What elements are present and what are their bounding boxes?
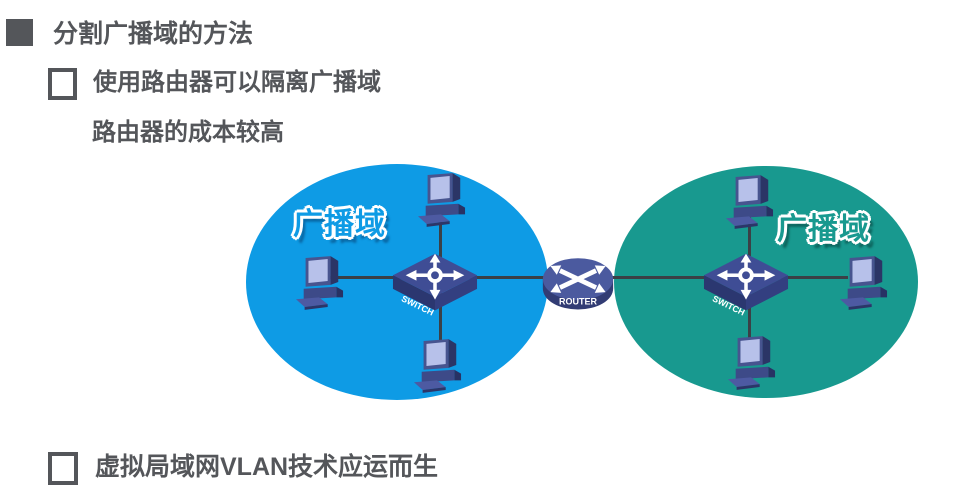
switch-left: SWITCH <box>392 252 478 318</box>
network-switch-icon: SWITCH <box>703 253 789 318</box>
computer-left-bottom <box>414 336 462 394</box>
computer-left-west <box>296 253 344 311</box>
bullet-router-cost-row: 路由器的成本较高 <box>92 118 284 148</box>
filled-square-bullet <box>6 19 33 46</box>
computer-left-top <box>418 170 466 228</box>
bullet-router-cost-text: 路由器的成本较高 <box>92 119 284 146</box>
left-domain-label: 广播域 <box>293 208 386 241</box>
bullet-vlan-row: 虚拟局域网VLAN技术应运而生 <box>48 452 438 485</box>
hollow-square-bullet <box>48 68 77 100</box>
computer-right-top <box>726 172 774 230</box>
bullet-vlan-text: 虚拟局域网VLAN技术应运而生 <box>95 453 439 481</box>
router-icon: ROUTER <box>542 258 614 310</box>
hollow-square-bullet <box>48 452 78 485</box>
bullet-router-isolation-row: 使用路由器可以隔离广播域 <box>48 68 381 100</box>
desktop-computer-icon <box>840 256 888 310</box>
right-domain-label: 广播域 <box>777 213 870 246</box>
slide-title: 分割广播域的方法 <box>53 20 254 48</box>
title-row: 分割广播域的方法 <box>6 19 253 49</box>
desktop-computer-icon <box>728 336 776 390</box>
desktop-computer-icon <box>418 173 466 227</box>
desktop-computer-icon <box>296 256 344 310</box>
network-switch-icon: SWITCH <box>392 253 478 318</box>
bullet-router-isolation-text: 使用路由器可以隔离广播域 <box>93 69 381 96</box>
desktop-computer-icon <box>414 339 462 393</box>
desktop-computer-icon <box>726 175 774 229</box>
computer-right-east <box>840 253 888 311</box>
router-label: ROUTER <box>559 297 598 307</box>
computer-right-bottom <box>728 333 776 391</box>
switch-right: SWITCH <box>703 252 789 318</box>
